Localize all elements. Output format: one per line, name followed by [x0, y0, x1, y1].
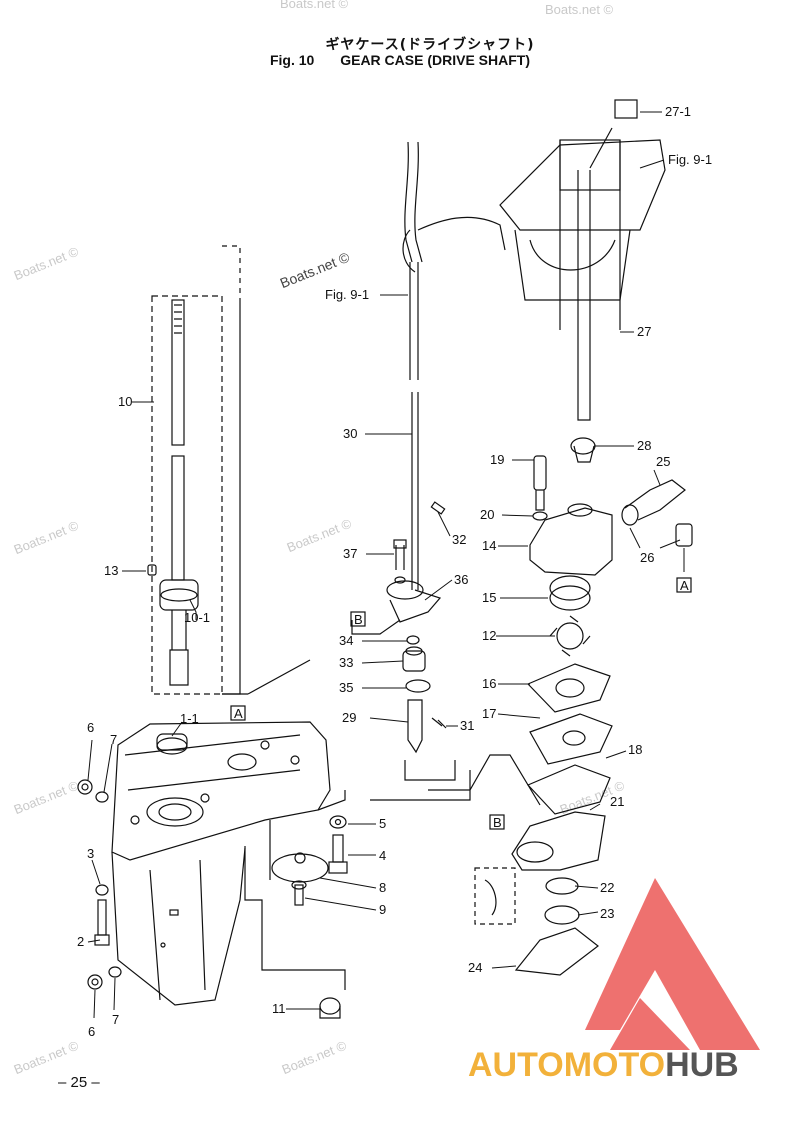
logo-text-hub: HUB	[665, 1046, 739, 1084]
callout-label: 10	[118, 394, 132, 409]
callout-label: 26	[640, 550, 654, 565]
figure-number: Fig. 10	[269, 52, 315, 68]
callout-label: 6	[87, 720, 94, 735]
callout-label: 5	[379, 816, 386, 831]
figure-title: Fig. 10 GEAR CASE (DRIVE SHAFT)	[0, 52, 800, 68]
callout-label: 10-1	[184, 610, 210, 625]
reference-label: Fig. 9-1	[668, 152, 712, 167]
water-pump-parts	[474, 455, 693, 976]
callout-label: 32	[452, 532, 466, 547]
callout-label: 28	[637, 438, 651, 453]
callout-label: 9	[379, 902, 386, 917]
callout-label: 6	[88, 1024, 95, 1039]
figure-caption: GEAR CASE (DRIVE SHAFT)	[340, 52, 531, 68]
callout-labels: 10 13 10-1 1-1 6 7 3 2 6 7 5 4 8 9 11 30…	[77, 104, 712, 1039]
callout-label: 31	[460, 718, 474, 733]
logo-text-automoto: AUTOMOTO	[468, 1046, 666, 1084]
reference-box-label: A	[680, 578, 689, 593]
callout-label: 27-1	[665, 104, 691, 119]
reference-box-label: B	[493, 815, 502, 830]
title-japanese: ギヤケース(ドライブシャフト)	[325, 37, 535, 53]
drive-shaft-part	[147, 295, 223, 695]
callout-label: 2	[77, 934, 84, 949]
drive-shaft-housing	[499, 99, 666, 463]
callout-label: 15	[482, 590, 496, 605]
callout-label: 30	[343, 426, 357, 441]
callout-label: 37	[343, 546, 357, 561]
reference-label: Fig. 9-1	[325, 287, 369, 302]
callout-label: 7	[110, 732, 117, 747]
callout-label: 33	[339, 655, 353, 670]
callout-label: 20	[480, 507, 494, 522]
shift-rod-part	[386, 141, 506, 754]
callout-label: 19	[490, 452, 504, 467]
callout-label: 22	[600, 880, 614, 895]
watermark: Boats.net ©	[545, 2, 614, 17]
callout-label: 8	[379, 880, 386, 895]
callout-label: 4	[379, 848, 386, 863]
callout-label: 25	[656, 454, 670, 469]
callout-label: 14	[482, 538, 496, 553]
callout-label: 1-1	[180, 711, 199, 726]
callout-label: 21	[610, 794, 624, 809]
callout-label: 34	[339, 633, 353, 648]
watermark: Boats.net ©	[280, 0, 349, 11]
reference-box-label: A	[234, 706, 243, 721]
automotohub-triangle-logo	[585, 878, 760, 1050]
callout-label: 35	[339, 680, 353, 695]
callout-label: 36	[454, 572, 468, 587]
callout-label: 29	[342, 710, 356, 725]
callout-label: 24	[468, 960, 482, 975]
callout-label: 27	[637, 324, 651, 339]
gear-case-housing	[111, 721, 331, 1006]
callout-label: 18	[628, 742, 642, 757]
callout-label: 7	[112, 1012, 119, 1027]
callout-label: 17	[482, 706, 496, 721]
reference-box-label: B	[354, 612, 363, 627]
callout-label: 11	[272, 1001, 286, 1016]
callout-label: 12	[482, 628, 496, 643]
automotohub-logo: AUTOMOTOHUB	[468, 1046, 739, 1085]
callout-label: 3	[87, 846, 94, 861]
washer-bolt-parts	[77, 779, 348, 1019]
page-number: – 25 –	[58, 1074, 100, 1091]
callout-label: 23	[600, 906, 614, 921]
callout-label: 16	[482, 676, 496, 691]
callout-label: 13	[104, 563, 118, 578]
